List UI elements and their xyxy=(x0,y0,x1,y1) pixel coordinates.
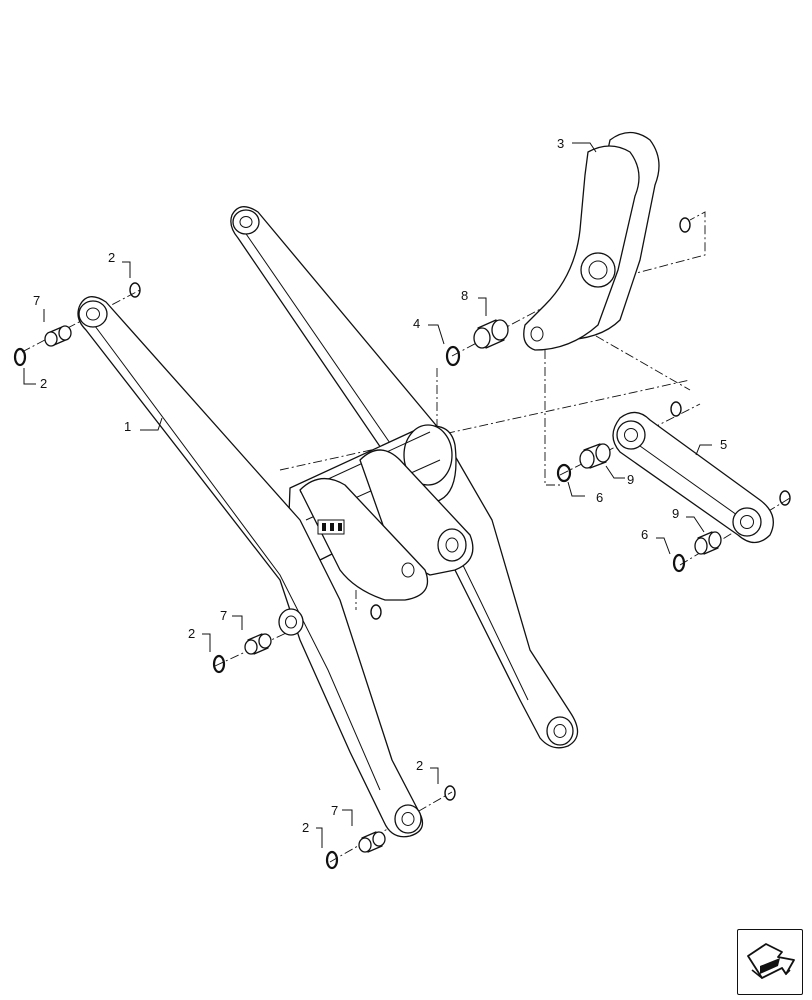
bushing-7a xyxy=(44,325,72,347)
callout-2: 2 xyxy=(416,758,423,773)
bell-crank xyxy=(523,131,660,351)
callout-3: 3 xyxy=(557,136,564,151)
next-page-button[interactable] xyxy=(737,929,803,995)
bushing-8 xyxy=(473,319,509,349)
callout-2: 2 xyxy=(40,376,47,391)
callout-9: 9 xyxy=(672,506,679,521)
callout-1: 1 xyxy=(124,419,131,434)
lift-arm-front xyxy=(77,296,424,838)
callout-2: 2 xyxy=(302,820,309,835)
callout-6: 6 xyxy=(641,527,648,542)
bushing-7c xyxy=(358,831,386,853)
callout-2: 2 xyxy=(188,626,195,641)
retaining-rings xyxy=(13,217,791,870)
callout-7: 7 xyxy=(331,803,338,818)
cross-tube xyxy=(287,424,474,601)
callout-2: 2 xyxy=(108,250,115,265)
bushing-9b xyxy=(694,531,722,555)
callout-5: 5 xyxy=(720,437,727,452)
callout-9: 9 xyxy=(627,472,634,487)
callout-labels: 7 2 2 1 2 7 2 7 2 8 4 3 5 6 9 6 9 xyxy=(33,136,727,835)
link xyxy=(612,411,774,544)
callout-6: 6 xyxy=(596,490,603,505)
bushings xyxy=(44,319,722,853)
callout-8: 8 xyxy=(461,288,468,303)
leader-lines xyxy=(23,142,712,848)
callout-4: 4 xyxy=(413,316,420,331)
bushing-7b xyxy=(244,633,272,655)
bushing-9a xyxy=(579,443,611,469)
callout-7: 7 xyxy=(33,293,40,308)
callout-7: 7 xyxy=(220,608,227,623)
next-page-arrow-icon xyxy=(747,943,795,979)
